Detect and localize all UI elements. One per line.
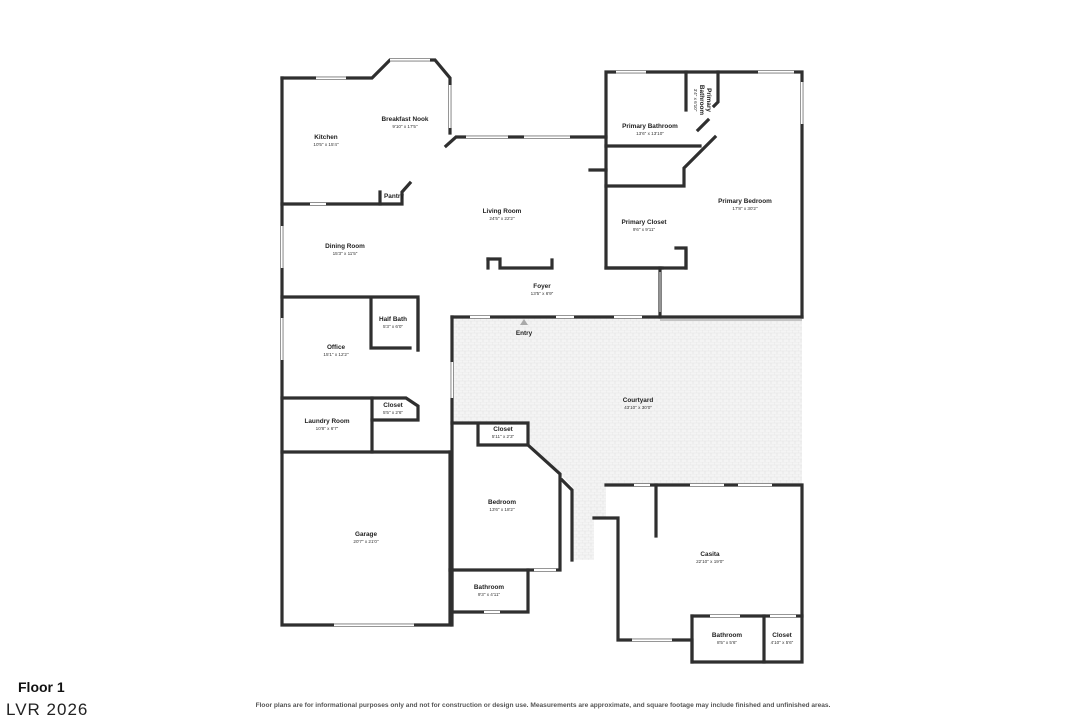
room-pantry-name: Pantry	[384, 193, 404, 200]
room-primary-bathroom-dim: 13'6" x 13'10"	[636, 131, 664, 136]
room-bedroom-dim: 13'6" x 18'2"	[489, 507, 515, 512]
room-half-bath-name: Half Bath	[379, 316, 407, 323]
room-foyer-dim: 13'5" x 6'9"	[531, 291, 554, 296]
room-casita-bathroom-name: Bathroom	[712, 632, 742, 639]
courtyard-area	[452, 317, 802, 560]
room-breakfast-nook-name: Breakfast Nook	[382, 116, 429, 123]
room-bathroom-dim: 9'3" x 4'11"	[478, 592, 501, 597]
entry-arrow-icon	[520, 319, 528, 325]
room-living-room-dim: 24'5" x 22'2"	[489, 216, 515, 221]
room-casita-bathroom-dim: 8'5" x 5'6"	[717, 640, 737, 645]
room-casita-dim: 22'10" x 19'0"	[696, 559, 724, 564]
room-closet-laundry-name: Closet	[383, 402, 403, 409]
room-office-name: Office	[327, 344, 346, 351]
room-courtyard-name: Courtyard	[623, 397, 654, 404]
room-office-dim: 15'1" x 12'2"	[323, 352, 349, 357]
room-primary-bedroom-name: Primary Bedroom	[718, 198, 772, 205]
room-closet-bedroom-name: Closet	[493, 426, 513, 433]
room-dining-room-name: Dining Room	[325, 243, 365, 250]
room-bedroom-name: Bedroom	[488, 499, 516, 506]
floor-label: Floor 1	[18, 679, 65, 695]
room-bathroom-name: Bathroom	[474, 584, 504, 591]
room-primary-bathroom-small-name-1: Primary	[705, 88, 712, 112]
room-living-room-name: Living Room	[483, 208, 522, 215]
room-kitchen-dim: 10'5" x 15'4"	[313, 142, 339, 147]
room-entry-name: Entry	[516, 330, 533, 337]
room-casita-name: Casita	[700, 551, 720, 558]
windows	[280, 58, 804, 642]
room-labels: Kitchen 10'5" x 15'4" Breakfast Nook 9'1…	[304, 85, 793, 645]
room-primary-bathroom-name: Primary Bathroom	[622, 123, 678, 130]
room-courtyard-dim: 43'10" x 30'0"	[624, 405, 652, 410]
room-foyer-name: Foyer	[533, 283, 551, 290]
room-primary-bedroom-dim: 17'8" x 30'2"	[732, 206, 758, 211]
room-kitchen-name: Kitchen	[314, 134, 338, 141]
room-casita-closet-name: Closet	[772, 632, 792, 639]
room-closet-laundry-dim: 5'5" x 2'6"	[383, 410, 403, 415]
room-laundry-room-dim: 10'8" x 6'7"	[316, 426, 339, 431]
room-primary-closet-name: Primary Closet	[621, 219, 667, 226]
room-breakfast-nook-dim: 9'10" x 17'5"	[392, 124, 418, 129]
room-casita-closet-dim: 4'10" x 5'6"	[771, 640, 794, 645]
room-laundry-room-name: Laundry Room	[304, 418, 349, 425]
room-primary-bathroom-small-dim: 3'4" x 6'10"	[693, 89, 698, 112]
room-garage-dim: 20'7" x 21'0"	[353, 539, 379, 544]
room-closet-bedroom-dim: 5'11" x 2'3"	[492, 434, 515, 439]
room-half-bath-dim: 5'3" x 6'0"	[383, 324, 403, 329]
room-garage-name: Garage	[355, 531, 377, 538]
room-dining-room-dim: 15'3" x 11'5"	[333, 251, 358, 256]
disclaimer: Floor plans are for informational purpos…	[255, 702, 831, 709]
room-primary-closet-dim: 9'6" x 9'11"	[633, 227, 656, 232]
watermark: LVR 2026	[6, 700, 89, 719]
room-primary-bathroom-small-name-2: Bathroom	[698, 85, 705, 115]
